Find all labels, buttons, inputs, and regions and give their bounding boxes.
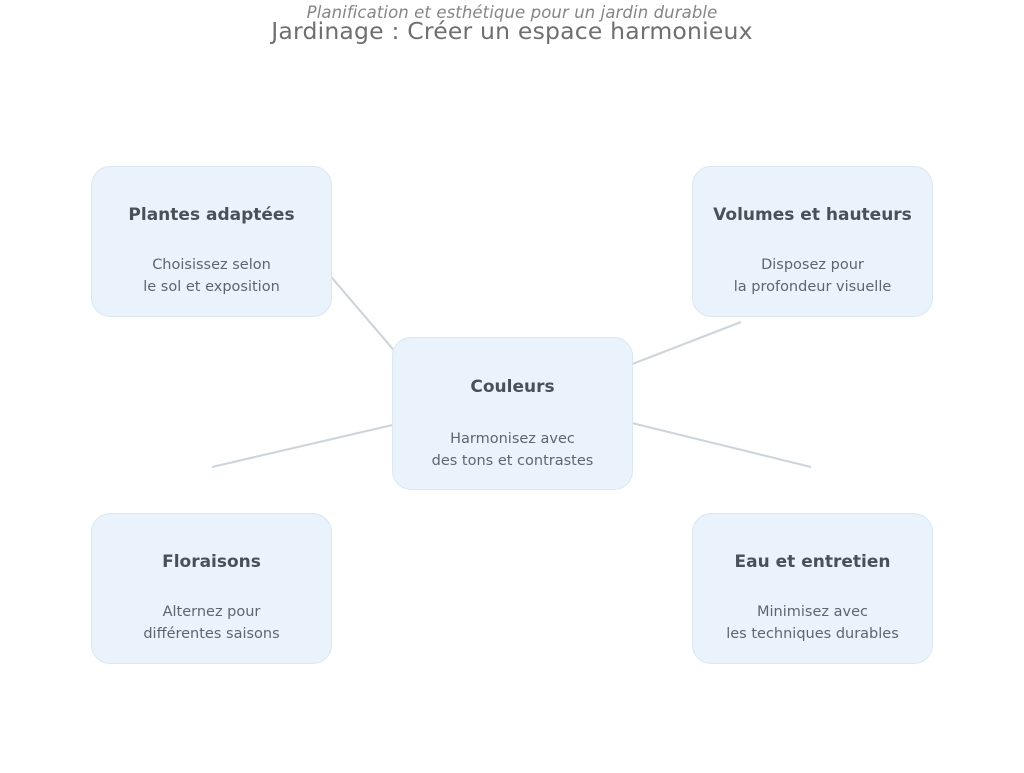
node-title: Eau et entretien — [734, 552, 891, 572]
node-title: Volumes et hauteurs — [713, 205, 912, 225]
node-description: Harmonisez avec des tons et contrastes — [431, 431, 594, 469]
node-volumes-et-hauteurs[interactable]: Volumes et hauteurs Disposez pour la pro… — [692, 166, 933, 317]
diagram-subtitle: Planification et esthétique pour un jard… — [306, 3, 718, 22]
node-title: Plantes adaptées — [128, 205, 295, 225]
node-description: Disposez pour la profondeur visuelle — [733, 257, 892, 295]
node-description: Alternez pour différentes saisons — [143, 604, 280, 642]
node-title: Floraisons — [162, 552, 261, 572]
node-couleurs-center[interactable]: Couleurs Harmonisez avec des tons et con… — [392, 337, 633, 490]
node-eau-et-entretien[interactable]: Eau et entretien Minimisez avec les tech… — [692, 513, 933, 664]
node-description: Minimisez avec les techniques durables — [726, 604, 899, 642]
node-floraisons[interactable]: Floraisons Alternez pour différentes sai… — [91, 513, 332, 664]
node-title: Couleurs — [470, 377, 555, 397]
node-plantes-adaptees[interactable]: Plantes adaptées Choisissez selon le sol… — [91, 166, 332, 317]
node-description: Choisissez selon le sol et exposition — [143, 257, 280, 295]
diagram-title: Jardinage : Créer un espace harmonieux — [271, 17, 753, 45]
